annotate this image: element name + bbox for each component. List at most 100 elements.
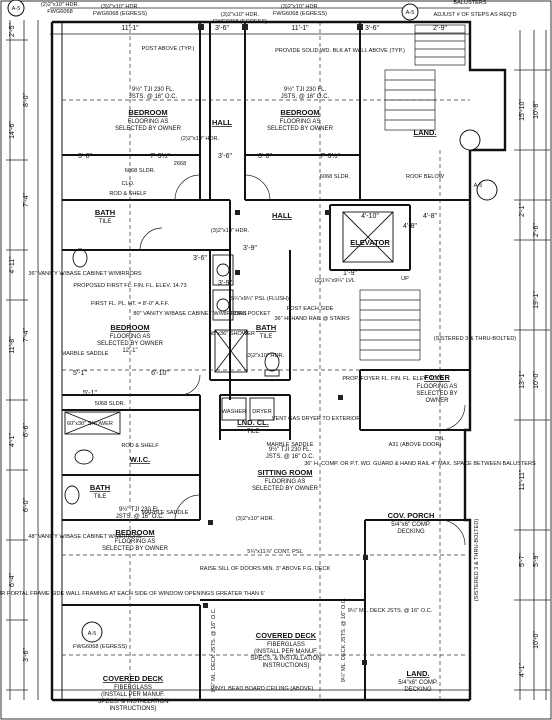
elevator-shaft [342,211,394,263]
dim-right-11: 4'-1" [519,663,526,677]
dim-inner-11: 5'-1" [83,390,97,397]
room-name-covered-deck-2: COVERED DECK [256,631,317,640]
dim-left-9: 6'-0" [23,498,30,512]
sink-fixture [212,254,234,286]
header-note-8: (3)2"x10" HDR. [211,228,250,234]
dim-top-1: 3'-6" [215,25,229,32]
room-sub-covered-deck-2: INSTRUCTIONS) [263,663,310,669]
room-sub-bedroom-1: FLOORING AS [128,119,169,125]
note-a31-26: A31 (ABOVE DOOR) [389,442,442,448]
note-rail-36-27: 36" H. COMP. OR P.T. WD. GUARD & HAND RA… [304,461,536,467]
dim-inner-13: 1'-9" [343,270,357,277]
note-up-20: UP [401,276,409,282]
note-ml-deck-vertical-b: 9¼" ML. DECK JSTS. @ 16" O.C. [341,597,347,682]
note-ml-deck-vertical-a: 9¼" ML. DECK JSTS. @ 16" O.C. [211,607,217,692]
note-pocket-15: 2668 POCKET [234,311,272,317]
room-sub-bedroom-3: SELECTED BY OWNER [97,341,164,347]
room-sub-bedroom-1: SELECTED BY OWNER [115,126,182,132]
dim-left-6: 11'-8" [9,336,16,354]
dim-right-9: 5'-7" [519,553,526,567]
room-sub-covered-deck-2: FIBERGLASS [267,642,305,648]
note-rod-shelf-lower: ROD & SHELF [121,443,159,449]
top-dimension-lines [50,7,470,35]
room-sub-bath-3: TILE [94,494,107,500]
dim-inner-0: 3'-0" [78,153,92,160]
room-sub-bedroom-2: FLOORING AS [280,119,321,125]
note-fwg-egress-36: FWG6068 (EGRESS) [73,644,127,650]
dim-right-6: 10'-0" [533,371,540,389]
room-sub-cov-porch: 5/4"x6" COMP. [391,522,431,528]
note-shower-48-14: 48"x36" SHOWER [209,331,255,337]
note-sldr-2668-4: 2668 [174,161,186,167]
dim-right-0: 15'-10" [519,99,526,121]
dim-inner-14: 3'-9" [218,280,232,287]
dim-inner-9: 5'-1" [73,370,87,377]
dim-right-4: 19'-1" [533,291,540,309]
note-shower-60-13: 60"x30" SHOWER [67,421,113,427]
dim-left-1: 8'-0" [23,93,30,107]
room-sub-covered-deck-2: SPECS. & INSTALLATION [250,656,321,662]
toilet-icon [74,449,94,465]
header-note-9: (3)2"x10" HDR. [246,353,285,359]
room-name-bath-2: BATH [256,323,276,332]
room-sub-bedroom-4: FLOORING AS [115,539,156,545]
note-sistered-vertical: (SISTERED 3 & THRU-BOLTED) [474,519,480,602]
header-note-6: (2)2"x10" HDR. [41,2,80,8]
dim-inner-10: 6'-10" [151,370,169,377]
joist-note-bedroom-2: JSTS. @ 16" O.C. [281,94,330,100]
note-elevator-dim-35: (2)1¾"x9¼" LVL [315,278,355,284]
joist-note-bedroom-1: JSTS. @ 16" O.C. [129,94,178,100]
note-ml-deck-37: 9¼" ML. DECK JSTS. @ 16" O.C. [348,608,433,614]
section-markers [7,0,498,643]
dim-inner-4: 7'-3½" [320,152,340,160]
dryer-icon [249,397,275,421]
dim-left-0: 2'-5" [9,23,16,37]
room-name-hall-1: HALL [212,118,232,127]
room-name-bedroom-1: BEDROOM [128,108,167,117]
note-hand-rail-31: 36" HI HAND RAIL @ STAIRS [274,316,349,322]
note-vanity-80-9: 80" VANITY W/BASE CABINET W/MIRRORS [133,311,247,317]
dim-right-10: 10'-0" [533,631,540,649]
room-name-sitting: SITTING ROOM [258,468,313,477]
joist-note-bedroom-4: JSTS. @ 16" O.C. [116,514,165,520]
joist-note-bedroom-1: 9½" TJI 230 FL. [132,86,175,93]
note-sldr-6068-2: 6068 SLDR. [125,168,156,174]
header-note-0: (3)2"x10" HDR. [101,4,140,10]
note-balusters-23: BALUSTERS [453,0,487,6]
interior-walls [62,22,470,700]
shower-fixture [64,411,121,435]
room-name-covered-deck-1: COVERED DECK [103,674,164,683]
note-psl-flush-16: 5¼"x9¼" PSL (FLUSH) [231,296,289,302]
sink-basin-icon [216,263,230,277]
dim-left-5: 7'-4" [23,328,30,342]
room-name-foyer: FOYER [424,373,450,382]
room-sub-bedroom-2: SELECTED BY OWNER [267,126,334,132]
room-sub-covered-deck-2: (INSTALL PER MANUF. [254,649,318,655]
toilet-icon [64,485,80,505]
note-sistered-34: (SISTERED 3 & THRU-BOLTED) [434,336,517,342]
note-adjust-24: ADJUST # OF STEPS AS REQ'D [433,12,516,18]
dim-top-0: 11'-1" [121,25,139,32]
room-sub-bedroom-3: FLOORING AS [110,334,151,340]
note-proposed-fl-11: PROPOSED FIRST FL. FIN. FL. ELEV. 14.73 [73,283,186,289]
note-a5-corner: A-5 [12,6,21,12]
room-name-bedroom-4: BEDROOM [115,528,154,537]
room-sub-foyer: SELECTED BY [416,391,457,397]
dim-inner-2: 3'-6" [218,153,232,160]
dim-top-4: 2'-9" [433,25,447,32]
joist-note-bedroom-2: 9½" TJI 230 FL. [284,86,327,93]
room-sub-foyer: FLOORING AS [417,384,458,390]
beam-lines [62,22,470,700]
room-sub-bath-1: TILE [99,219,112,225]
room-name-bedroom-3: BEDROOM [110,323,149,332]
room-sub-covered-deck-1: FIBERGLASS [114,685,152,691]
dim-inner-8: 3'-6" [193,255,207,262]
dim-inner-1: 7'-3½" [150,152,170,160]
header-note-4: (3)2"x10" HDR. [281,4,320,10]
header-note-10: (2)2"x10" HDR. [181,136,220,142]
note-marble-saddle-lower: MARBLE SADDLE [267,442,314,448]
room-sub-bath-2: TILE [260,334,273,340]
room-name-land-1: LAND. [414,128,437,137]
note-roof-below-22: ROOF BELOW [406,174,445,180]
